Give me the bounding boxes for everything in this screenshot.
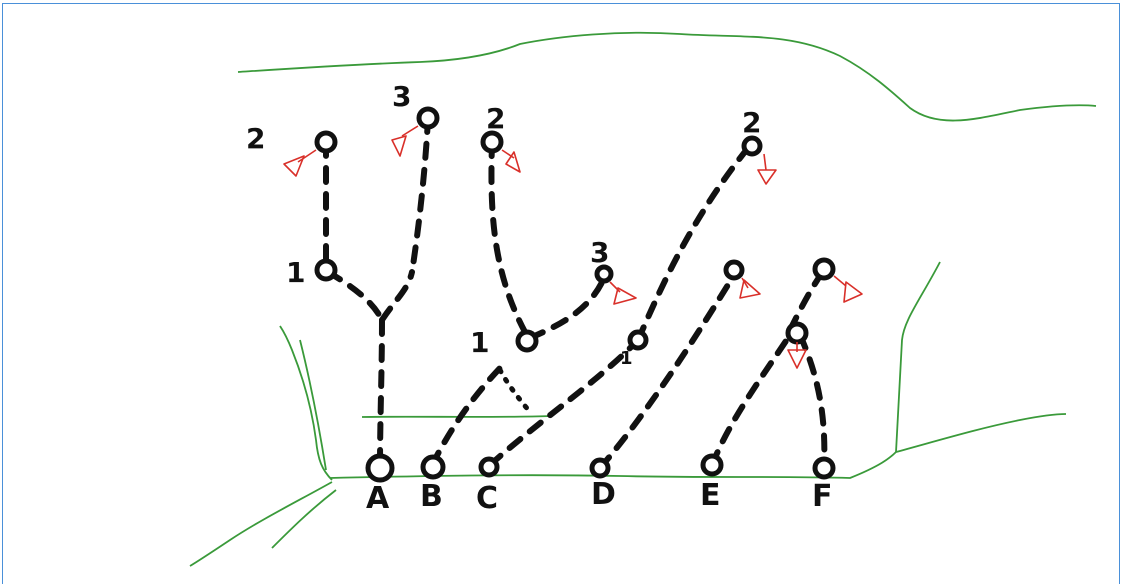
node-base-E [700,453,724,477]
base-label-E: E [700,478,721,513]
terrain-top-line [237,31,1097,122]
node-top-2 [480,130,504,154]
node-base-D [589,457,611,479]
base-label-F: F [812,479,833,514]
arrow-icon [609,281,637,305]
arrow-icon [757,153,777,185]
node-base-B [420,454,446,480]
branch-number: 1 [470,326,489,359]
branch-number: 2 [486,102,505,135]
branch-number: 1 [620,348,633,369]
branch-number: 3 [392,80,411,113]
branch-numbers: 2 3 2 2 1 3 1 1 [246,80,761,369]
terrain-ground-line [329,413,1067,479]
direction-arrows [283,125,863,369]
base-label-D: D [591,477,616,512]
node-base-F [812,456,836,480]
node-top-3 [416,106,440,130]
arrow-icon [787,342,807,369]
path-3-stem [409,115,431,275]
terrain-left-wall [279,325,333,481]
terrain-left-wall-inner [299,339,327,471]
branch-paths [322,115,828,471]
node-top-right-2 [741,135,763,157]
path-right-2 [635,145,751,343]
branch-number: 2 [246,122,265,155]
node-junction-1 [515,329,539,353]
node-base-C [478,456,500,478]
arrow-icon [501,149,521,173]
path-2-to-junction [488,139,528,335]
terrain-lower-left [189,481,333,567]
node-mid-3 [594,264,614,284]
path-B [429,365,503,468]
terrain-right-wall [895,261,941,453]
path-D [597,269,739,471]
arrow-icon [283,149,317,177]
branch-number: 3 [590,236,609,269]
node-left-1 [314,258,338,282]
arrow-icon [391,125,419,157]
terrain-outline [189,31,1097,567]
node-ef-top [812,257,836,281]
node-top-left [314,130,338,154]
node-base-A [365,453,395,483]
terrain-crossbar [361,415,553,418]
branch-number: 2 [742,106,761,139]
path-C [487,337,641,468]
page-frame [2,3,1120,584]
base-label-C: C [476,481,498,516]
path-E [709,332,793,468]
nodes [314,106,836,483]
path-fork-right [379,269,415,323]
branch-number: 1 [286,256,305,289]
arrow-icon [833,275,863,303]
base-label-A: A [366,481,390,516]
base-labels: A B C D E F [366,477,833,516]
path-dotted-connector [497,367,533,415]
path-fork-left [325,269,385,323]
path-junction-to-3 [527,275,607,341]
path-A-trunk [377,317,385,468]
node-d-top [723,259,745,281]
terrain-lower-left-2 [271,489,337,549]
node-ef-junction [785,321,809,345]
node-mid-1 [627,329,649,351]
base-label-B: B [420,479,443,514]
arrow-icon [739,277,761,299]
